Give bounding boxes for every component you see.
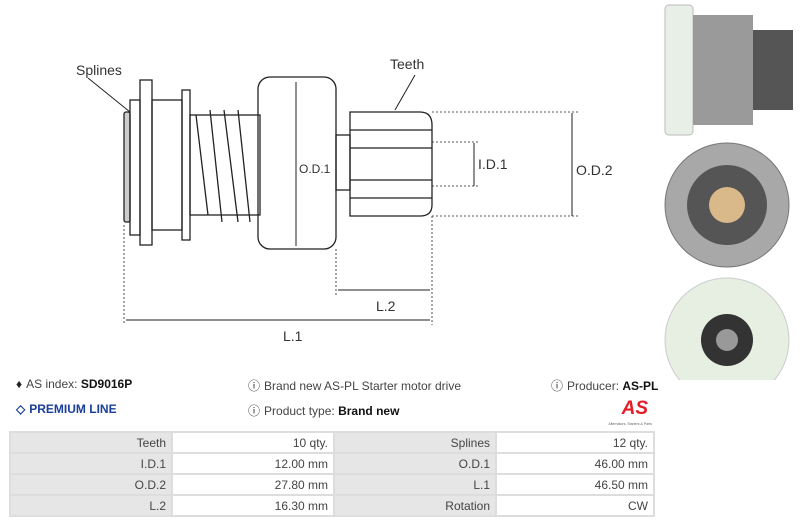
label-od2: O.D.2 [576,162,613,178]
spec-label: I.D.1 [9,452,173,475]
spec-value: 46.50 mm [495,473,655,496]
as-index-value: SD9016P [80,377,133,391]
spec-label: O.D.2 [9,473,173,496]
photo-back-view [664,277,790,380]
info-icon: ⓘ [248,379,261,393]
product-photos [664,4,793,380]
spec-value: 12 qty. [495,431,655,454]
technical-drawing: Splines Teeth O.D.1 I.D.1 O.D.2 L.2 L.1 [76,56,613,344]
spec-label: Rotation [333,494,497,517]
spec-value: 27.80 mm [171,473,335,496]
premium-line-label: PREMIUM LINE [29,402,117,416]
spec-value: 46.00 mm [495,452,655,475]
as-index-label: AS index: [26,377,78,391]
spec-value: 16.30 mm [171,494,335,517]
label-splines: Splines [76,62,122,78]
logo-tagline: Alternators, Starters & Parts [608,422,652,426]
label-teeth: Teeth [390,56,424,72]
product-type-label: Product type: [264,404,335,418]
spec-table: Teeth 10 qty. Splines 12 qty. I.D.1 12.0… [9,431,655,517]
as-index: ♦AS index: SD9016P [16,377,132,391]
photo-side-view [664,4,793,136]
table-row: I.D.1 12.00 mm O.D.1 46.00 mm [9,452,655,475]
spec-value: 12.00 mm [171,452,335,475]
table-row: Teeth 10 qty. Splines 12 qty. [9,431,655,454]
producer-label: Producer: [567,379,620,393]
product-type-value: Brand new [338,404,400,418]
spec-label: Splines [333,431,497,454]
label-l1: L.1 [283,328,303,344]
spec-label: Teeth [9,431,173,454]
producer-value: AS-PL [622,379,659,393]
spec-value: CW [495,494,655,517]
table-row: O.D.2 27.80 mm L.1 46.50 mm [9,473,655,496]
label-l2: L.2 [376,298,396,314]
table-row: L.2 16.30 mm Rotation CW [9,494,655,517]
label-id1: I.D.1 [478,156,508,172]
tag-icon: ♦ [16,377,23,391]
diamond-icon: ◇ [16,402,26,416]
photo-front-view [664,142,790,268]
premium-line: ◇PREMIUM LINE [16,402,117,416]
as-pl-logo: AS Alternators, Starters & Parts [590,398,652,426]
label-od1: O.D.1 [299,162,331,176]
description-text: Brand new AS-PL Starter motor drive [264,379,461,393]
spec-value: 10 qty. [171,431,335,454]
spec-label: L.2 [9,494,173,517]
spec-label: O.D.1 [333,452,497,475]
spec-label: L.1 [333,473,497,496]
info-icon: ⓘ [248,404,261,418]
logo-text: AS [621,398,648,419]
info-icon: ⓘ [551,379,564,393]
